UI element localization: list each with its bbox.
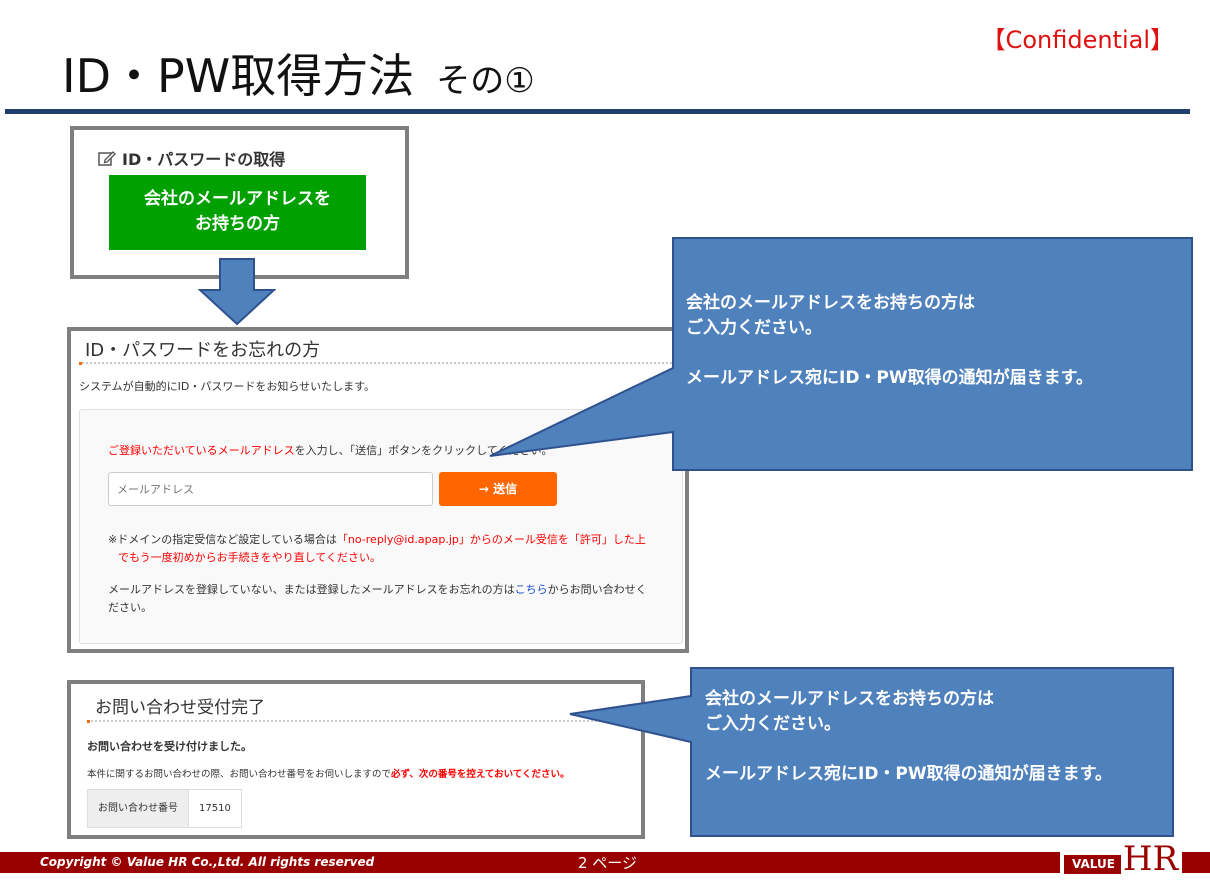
inquiry-complete-panel: お問い合わせ受付完了 お問い合わせを受け付けました。 本件に関するお問い合わせの… xyxy=(67,680,645,839)
panel-header-text: ID・パスワードの取得 xyxy=(122,150,286,169)
header-divider xyxy=(87,720,637,722)
note-red: 必ず、次の番号を控えておいてください。 xyxy=(391,769,570,780)
callout-line: メールアドレス宛にID・PW取得の通知が届きます。 xyxy=(686,368,1093,388)
email-form-panel: ご登録いただいているメールアドレスを入力し、「送信」ボタンをクリックしてください… xyxy=(79,409,683,644)
intro-text: システムが自動的にID・パスワードをお知らせいたします。 xyxy=(79,380,376,393)
header-divider xyxy=(79,362,679,364)
contact-link[interactable]: こちら xyxy=(514,583,548,596)
help-suffix: からお問い合わせください。 xyxy=(108,583,647,614)
instruction-red: ご登録いただいているメールアドレス xyxy=(108,444,295,457)
instruction-text: を入力し、「送信」ボタンをクリックしてください。 xyxy=(294,444,553,457)
value-hr-logo: VALUE HR xyxy=(1060,839,1183,879)
note-text: 本件に関するお問い合わせの際、お問い合わせ番号をお伺いしますので xyxy=(87,769,392,780)
edit-icon xyxy=(98,151,116,166)
title-rule xyxy=(5,109,1190,114)
footer-bar xyxy=(0,852,1210,873)
slide-title: ID・PW取得方法その① xyxy=(62,40,535,106)
callout-line: ご入力ください。 xyxy=(705,714,841,734)
copyright-text: Copyright © Value HR Co.,Ltd. All rights… xyxy=(40,855,375,869)
send-label: 送信 xyxy=(493,482,518,496)
id-password-get-panel: ID・パスワードの取得 会社のメールアドレスをお持ちの方 xyxy=(70,126,409,279)
inquiry-number-value: 17510 xyxy=(189,790,241,827)
header-accent xyxy=(79,362,82,365)
button-line-2: お持ちの方 xyxy=(195,214,280,234)
logo-small: VALUE xyxy=(1064,855,1121,874)
callout-line: メールアドレス宛にID・PW取得の通知が届きます。 xyxy=(705,764,1112,784)
confidential-label: 【Confidential】 xyxy=(981,26,1174,54)
callout-line: ご入力ください。 xyxy=(686,318,822,338)
logo-big: HR xyxy=(1122,839,1179,879)
help-text: メールアドレスを登録していない、または登録したメールアドレスをお忘れの方は xyxy=(108,583,515,596)
panel-header: ID・パスワードをお忘れの方 xyxy=(85,340,321,361)
arrow-right-icon: → xyxy=(478,482,494,496)
company-email-button[interactable]: 会社のメールアドレスをお持ちの方 xyxy=(109,175,366,250)
inquiry-number-label: お問い合わせ番号 xyxy=(88,790,189,827)
note-red: 「no-reply@id.apap.jp」からのメール受信を「許可」した上でもう… xyxy=(118,533,646,564)
button-line-1: 会社のメールアドレスを xyxy=(144,189,331,209)
footer-bar-end xyxy=(1184,852,1210,873)
panel-header: お問い合わせ受付完了 xyxy=(95,698,265,718)
title-main: ID・PW取得方法 xyxy=(62,49,415,103)
received-text: お問い合わせを受け付けました。 xyxy=(87,740,252,753)
email-input[interactable] xyxy=(108,472,433,506)
title-sub: その① xyxy=(436,61,535,101)
send-button[interactable]: → 送信 xyxy=(439,472,557,506)
page-number: 2 ページ xyxy=(578,854,638,872)
header-accent xyxy=(87,720,90,723)
callout-line: 会社のメールアドレスをお持ちの方は xyxy=(686,293,975,313)
note-text: ※ドメインの指定受信など設定している場合は xyxy=(108,533,337,546)
callout-2: 会社のメールアドレスをお持ちの方は ご入力ください。 メールアドレス宛にID・P… xyxy=(705,687,1112,787)
down-arrow-icon xyxy=(198,258,276,326)
callout-1: 会社のメールアドレスをお持ちの方は ご入力ください。 メールアドレス宛にID・P… xyxy=(686,291,1093,391)
callout-line: 会社のメールアドレスをお持ちの方は xyxy=(705,689,994,709)
panel-header: ID・パスワードの取得 xyxy=(98,146,285,170)
forgot-password-panel: ID・パスワードをお忘れの方 システムが自動的にID・パスワードをお知らせいたし… xyxy=(67,327,689,653)
